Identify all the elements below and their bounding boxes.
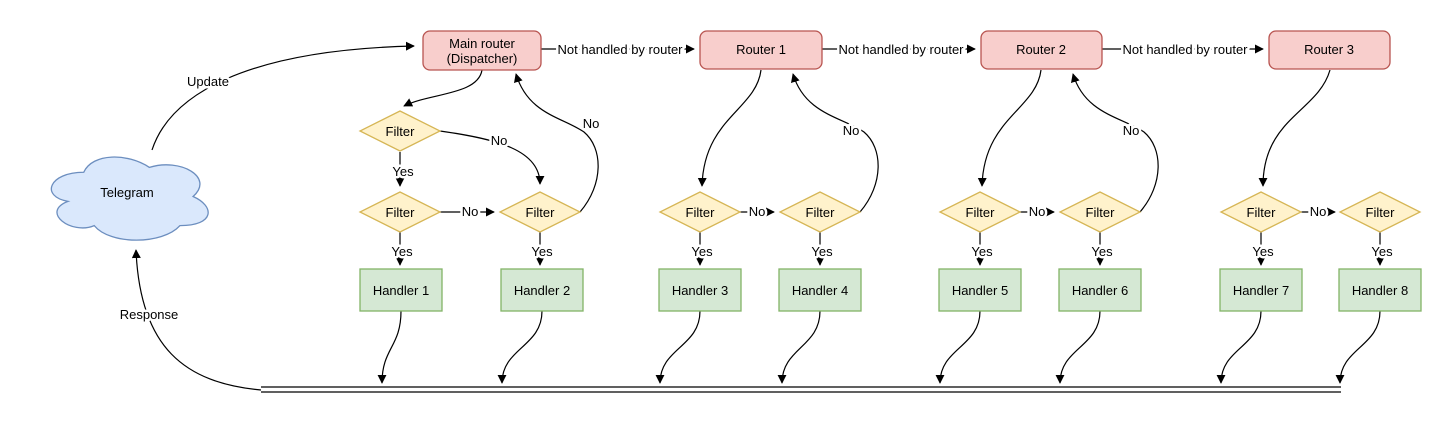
filter-main-left-node	[358, 191, 442, 233]
r1-exit-edge	[697, 69, 762, 187]
nodes-layer	[50, 30, 1422, 312]
telegram-cloud	[50, 156, 209, 241]
yes-label-h3: Yes	[691, 244, 713, 259]
response-edge	[131, 249, 262, 391]
filter-r2-right-label: Filter	[1086, 205, 1116, 220]
return-edge-r2	[1071, 73, 1159, 213]
cloud-label: Telegram	[100, 185, 153, 200]
handler-1-label: Handler 1	[373, 283, 429, 298]
bus-edge-h8	[1335, 310, 1381, 384]
filter-r2-right-node	[1058, 191, 1142, 233]
filter-main-top-node	[358, 110, 442, 152]
main-exit-edge	[403, 69, 483, 107]
filter-main-left-label: Filter	[386, 205, 416, 220]
bus-edge-h3	[655, 310, 701, 384]
handler-2-node	[500, 268, 584, 312]
bus-edge-h6	[1055, 310, 1101, 384]
handler-7-node	[1219, 268, 1303, 312]
not-handled-label-2: Not handled by router	[838, 42, 964, 57]
no-edge-main-top	[439, 130, 545, 185]
handler-2-label: Handler 2	[514, 283, 570, 298]
handler-4-node	[778, 268, 862, 312]
yes-label-main-top: Yes	[392, 164, 414, 179]
no-label-main-top: No	[491, 133, 508, 148]
filter-r3-left-node	[1219, 191, 1303, 233]
filter-main-right-label: Filter	[526, 205, 556, 220]
r3-exit-edge	[1258, 69, 1331, 187]
no-label-r2-pair: No	[1029, 204, 1046, 219]
yes-label-h6: Yes	[1091, 244, 1113, 259]
handler-3-label: Handler 3	[672, 283, 728, 298]
main-router-label-line1: Main router	[449, 36, 515, 51]
bus-edge-h4	[777, 310, 821, 384]
filter-r2-left-node	[938, 191, 1022, 233]
bus-edge-h1	[377, 310, 402, 384]
yes-label-h5: Yes	[971, 244, 993, 259]
edge-label-layer: Update Response Not handled by router No…	[117, 40, 1395, 325]
node-text-layer: Telegram Main router (Dispatcher) Router…	[100, 36, 1408, 298]
filter-r2-left-label: Filter	[966, 205, 996, 220]
not-handled-label-3: Not handled by router	[1122, 42, 1248, 57]
handler-4-label: Handler 4	[792, 283, 848, 298]
handler-3-node	[658, 268, 742, 312]
return-edge-main	[514, 73, 599, 213]
filter-r1-left-node	[658, 191, 742, 233]
router-1-node	[699, 30, 823, 70]
handler-1-node	[359, 268, 443, 312]
no-label-r1-pair: No	[749, 204, 766, 219]
router-2-node	[980, 30, 1103, 70]
handler-8-label: Handler 8	[1352, 283, 1408, 298]
filter-r1-right-node	[778, 191, 862, 233]
update-label: Update	[187, 74, 229, 89]
not-handled-label-1: Not handled by router	[557, 42, 683, 57]
router-1-label: Router 1	[736, 42, 786, 57]
edges-layer	[131, 41, 1385, 393]
no-label-r1-return: No	[843, 123, 860, 138]
handler-7-label: Handler 7	[1233, 283, 1289, 298]
bus-edge-h5	[935, 310, 981, 384]
handler-8-node	[1338, 268, 1422, 312]
filter-r3-right-node	[1338, 191, 1422, 233]
response-label: Response	[120, 307, 179, 322]
yes-label-h8: Yes	[1371, 244, 1393, 259]
filter-r1-right-label: Filter	[806, 205, 836, 220]
no-label-r2-return: No	[1123, 123, 1140, 138]
filter-main-top-label: Filter	[386, 124, 416, 139]
bus-edge-h2	[497, 310, 543, 384]
handler-6-label: Handler 6	[1072, 283, 1128, 298]
yes-label-h4: Yes	[811, 244, 833, 259]
main-router-node	[422, 30, 542, 71]
yes-label-h2: Yes	[531, 244, 553, 259]
router-3-node	[1268, 30, 1391, 70]
filter-r3-left-label: Filter	[1247, 205, 1277, 220]
router-3-label: Router 3	[1304, 42, 1354, 57]
main-router-label-line2: (Dispatcher)	[447, 51, 518, 66]
handler-5-label: Handler 5	[952, 283, 1008, 298]
handler-5-node	[938, 268, 1022, 312]
filter-r1-left-label: Filter	[686, 205, 716, 220]
return-edge-r1	[791, 73, 879, 213]
filter-main-right-node	[498, 191, 582, 233]
router-2-label: Router 2	[1016, 42, 1066, 57]
r2-exit-edge	[977, 69, 1042, 187]
handler-6-node	[1058, 268, 1142, 312]
no-label-r3-pair: No	[1310, 204, 1327, 219]
bus-edge-h7	[1216, 310, 1262, 384]
filter-r3-right-label: Filter	[1366, 205, 1396, 220]
no-label-main-return: No	[583, 116, 600, 131]
yes-label-h7: Yes	[1252, 244, 1274, 259]
no-label-main-pair: No	[462, 204, 479, 219]
update-edge	[151, 41, 415, 151]
yes-label-h1: Yes	[391, 244, 413, 259]
